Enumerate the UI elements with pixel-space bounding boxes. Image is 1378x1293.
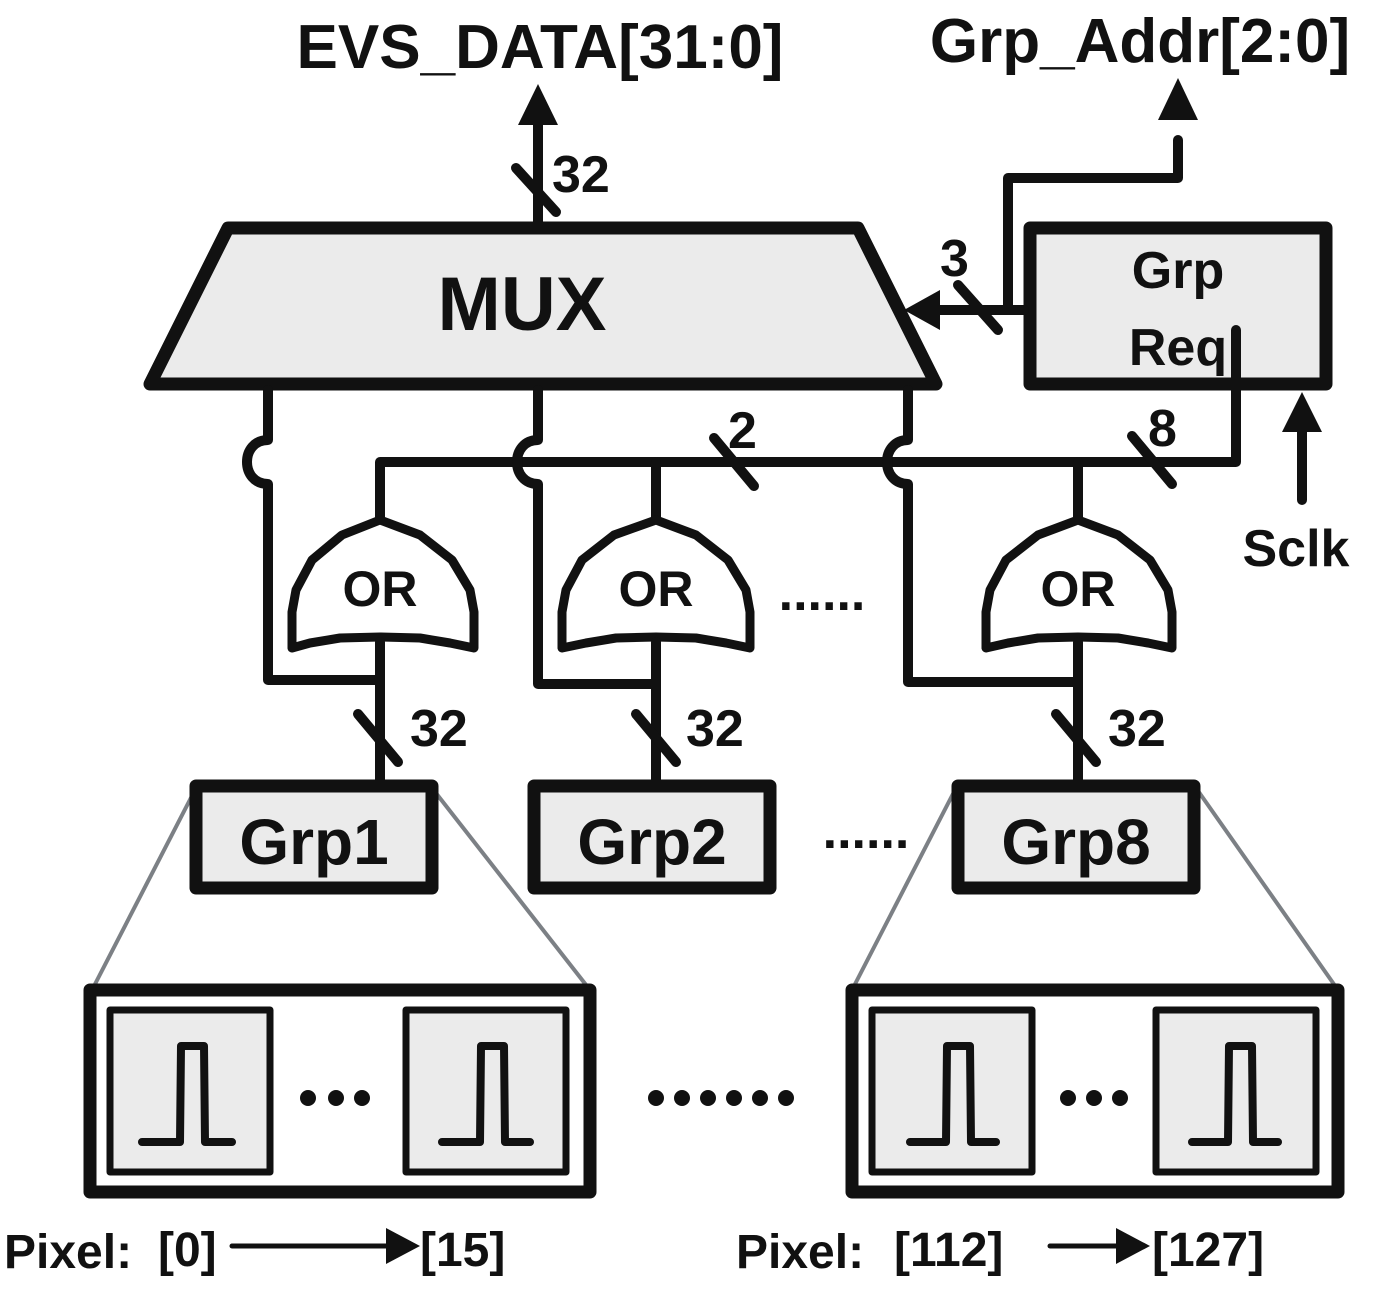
bus-width-mux-out: 32 (552, 146, 610, 204)
bus-width-req: 8 (1148, 400, 1177, 458)
pulse-icon (906, 1042, 1000, 1146)
zoom-line-grp8-left (850, 787, 958, 991)
pulse-icon (1188, 1042, 1282, 1146)
sclk-label: Sclk (1243, 520, 1350, 578)
pixel-cell (868, 1006, 1036, 1176)
request-bus-wire (375, 325, 1241, 525)
bus-slash-grp2 (631, 709, 681, 767)
pulse-icon (138, 1042, 236, 1146)
mux-block (143, 221, 943, 391)
sclk-arrowhead (1282, 392, 1322, 432)
svg-text:[0]: [0] (158, 1224, 217, 1277)
zoom-line-grp8-right (1194, 786, 1340, 992)
pixel-range-grp1: Pixel: [0] [15] (4, 1224, 505, 1279)
grp-req-label-line2: Req (1129, 319, 1227, 377)
evs-data-label: EVS_DATA[31:0] (297, 13, 784, 82)
grp-req-label-line1: Grp (1132, 242, 1224, 300)
pixel-cell (402, 1006, 570, 1176)
pixel-frame-grp1 (83, 983, 597, 1199)
bus-width-sel: 3 (940, 230, 969, 288)
zoom-line-grp1-right (430, 786, 592, 992)
or-gate-1: OR (287, 515, 479, 653)
group-block-1: Grp1 (189, 779, 439, 895)
mux-data-wire-2 (512, 385, 661, 689)
mux-output-arrowhead (518, 84, 558, 125)
grp-addr-label: Grp_Addr[2:0] (930, 7, 1350, 76)
bus-width-gate: 2 (728, 402, 757, 460)
bus-width-grp1: 32 (410, 700, 468, 758)
gates-ellipsis: ...... (779, 564, 866, 622)
svg-text:OR: OR (343, 561, 418, 617)
groups-ellipsis: ...... (823, 802, 910, 860)
group-block-2: Grp2 (527, 779, 777, 895)
pixel-cell (1152, 1006, 1320, 1176)
or-gate-8: OR (981, 515, 1177, 653)
grp-addr-arrowhead (1158, 78, 1198, 120)
pixel-frame-grp8 (845, 983, 1345, 1199)
select-arrowhead (904, 290, 940, 330)
svg-text:[127]: [127] (1152, 1224, 1264, 1277)
svg-text:OR: OR (619, 561, 694, 617)
svg-text:[112]: [112] (894, 1224, 1003, 1277)
mux-label: MUX (438, 262, 607, 347)
bus-slash-grp8 (1051, 709, 1101, 767)
bus-slash-sel (953, 280, 1003, 335)
svg-text:Pixel:: Pixel: (4, 1226, 132, 1279)
pixel-groups-ellipsis (648, 1090, 794, 1106)
mux-data-wire-8 (882, 385, 1083, 687)
mux-data-wire-1 (242, 385, 385, 685)
or-gate-2: OR (557, 515, 755, 653)
zoom-line-grp1-left (90, 787, 198, 991)
group-block-8: Grp8 (951, 779, 1201, 895)
svg-text:Grp2: Grp2 (577, 806, 726, 878)
grp-addr-wire (1003, 135, 1183, 315)
svg-text:[15]: [15] (420, 1224, 505, 1277)
svg-text:OR: OR (1041, 561, 1116, 617)
bus-slash-mux-out (511, 163, 561, 217)
pixel-range-grp8: Pixel: [112] [127] (736, 1224, 1264, 1279)
bus-width-grp2: 32 (686, 700, 744, 758)
bus-slash-req (1127, 431, 1177, 489)
bus-slash-gate (709, 433, 759, 491)
svg-text:Pixel:: Pixel: (736, 1226, 864, 1279)
bus-slash-grp1 (353, 709, 403, 767)
pulse-icon (438, 1042, 534, 1146)
svg-text:Grp8: Grp8 (1001, 806, 1150, 878)
bus-width-grp8: 32 (1108, 700, 1166, 758)
svg-text:Grp1: Grp1 (239, 806, 388, 878)
pixel-cell (106, 1006, 274, 1176)
grp-req-block (1023, 221, 1333, 391)
